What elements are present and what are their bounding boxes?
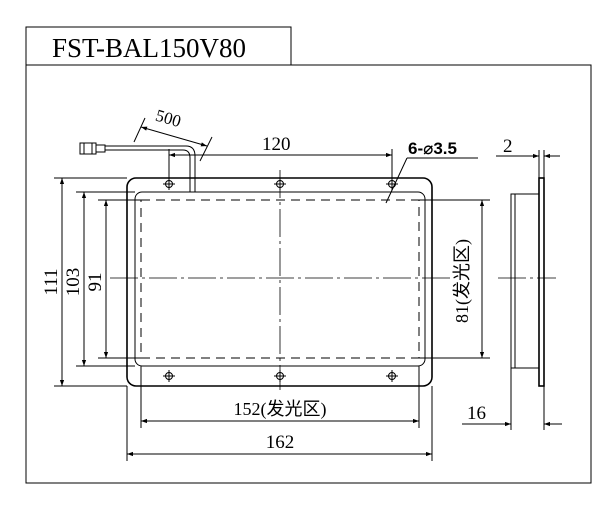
dim-emit-height: 81(发光区): [419, 199, 490, 359]
hole-spacing-label: 120: [262, 134, 291, 155]
side-body: [510, 193, 540, 369]
cable-length-label: 500: [153, 106, 183, 131]
mounting-hole: [163, 178, 175, 190]
dim-outer-height: 111: [41, 177, 127, 387]
mounting-hole: [386, 178, 398, 190]
side-view: [498, 177, 556, 387]
mounting-hole: [274, 178, 286, 190]
emit-height-label: 81(发光区): [452, 239, 473, 323]
outer-plate: [126, 177, 433, 387]
title-block: FST-BAL150V80: [25, 26, 292, 66]
dim-emit-width: 152(发光区): [140, 366, 420, 428]
connector: [79, 142, 97, 155]
outer-width-label: 162: [266, 432, 295, 453]
dim-outer-width: 162: [126, 386, 433, 461]
cable-assembly: 500: [79, 106, 213, 192]
dim-hole-height: 91: [85, 199, 141, 359]
dim-holes: 6-⌀3.5: [385, 139, 478, 204]
side-plate: [538, 177, 545, 387]
front-view: [110, 170, 450, 390]
hole-height-label: 91: [85, 273, 106, 292]
dim-hole-spacing: 120: [168, 134, 393, 178]
depth-label: 16: [467, 403, 486, 424]
mounting-hole: [386, 370, 398, 382]
thickness-label: 2: [503, 136, 513, 157]
dim-thickness: 2: [496, 136, 560, 178]
inner-height-label: 103: [63, 268, 84, 297]
holes-label: 6-⌀3.5: [408, 139, 457, 158]
dim-inner-height: 103: [63, 191, 135, 367]
outer-height-label: 111: [41, 268, 62, 295]
model-title: FST-BAL150V80: [52, 33, 246, 63]
mounting-hole: [274, 370, 286, 382]
emit-width-label: 152(发光区): [234, 399, 327, 420]
dim-depth: 16: [462, 368, 562, 430]
drawing-frame: [25, 64, 592, 484]
mounting-hole: [163, 370, 175, 382]
